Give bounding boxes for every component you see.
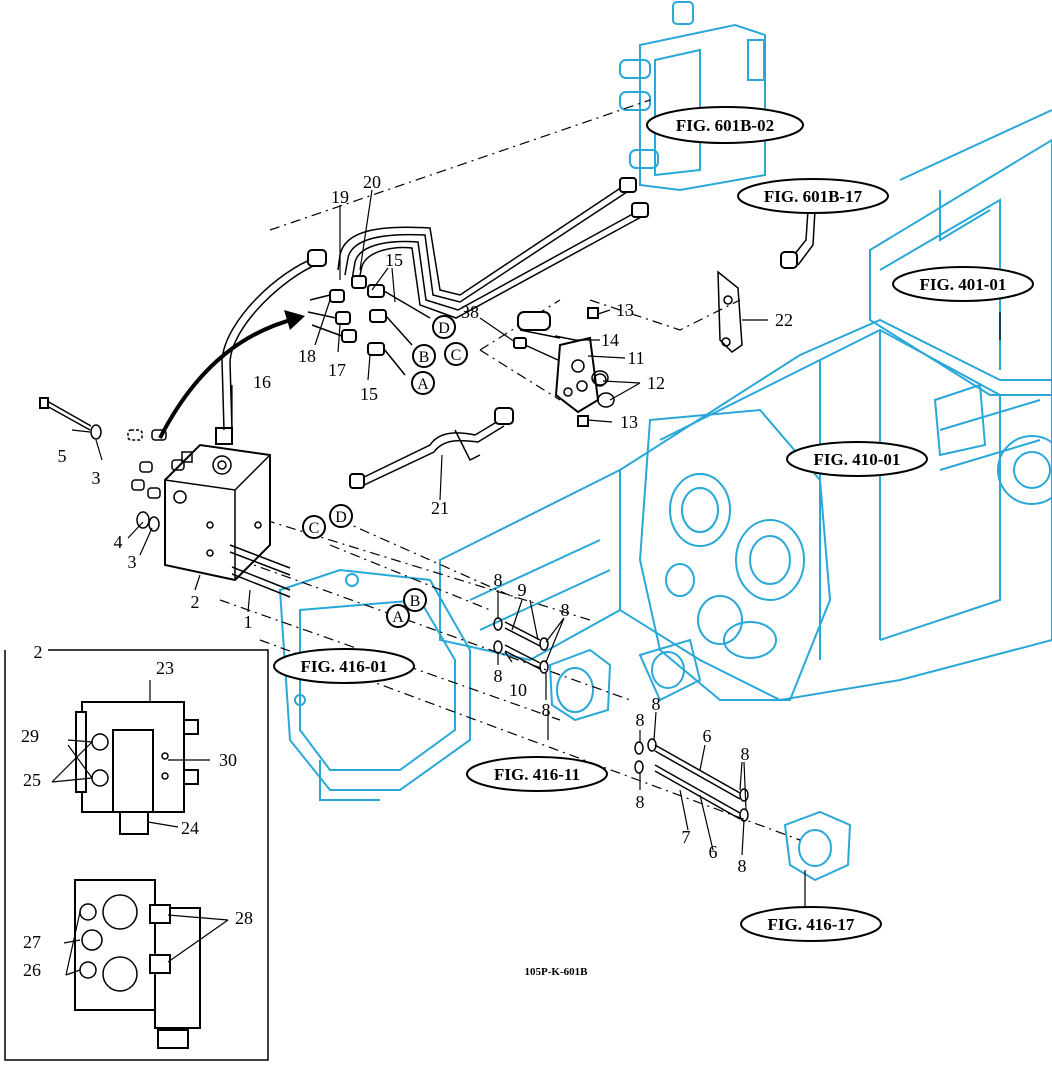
callout-24: 24 [181,818,199,838]
callout-17: 17 [328,360,346,380]
svg-text:D: D [438,320,450,337]
svg-text:FIG. 416-17: FIG. 416-17 [768,915,855,934]
callout-16: 16 [253,372,271,392]
callout-5: 5 [58,446,67,466]
callout-8-b: 8 [561,600,570,620]
callout-14: 14 [601,330,619,350]
callout-2-inset: 2 [34,642,43,662]
callout-18: 18 [298,346,316,366]
ghost-fittings [127,429,185,499]
callout-23: 23 [156,658,174,678]
circle-letter-b-lower: B [403,588,427,612]
callout-22: 22 [775,310,793,330]
valve-block [164,427,271,582]
callout-9: 9 [518,580,527,600]
fig-416-17-label[interactable]: FIG. 416-17 [740,906,882,942]
fig-601b-17-label[interactable]: FIG. 601B-17 [737,178,889,214]
callout-11: 11 [627,348,644,368]
fig-601b-02-label[interactable]: FIG. 601B-02 [646,106,804,144]
callout-8-d: 8 [542,700,551,720]
o-rings [493,373,749,822]
leader-lines [51,189,1001,976]
fig-401-01-label[interactable]: FIG. 401-01 [892,266,1034,302]
callout-6-upper: 6 [703,726,712,746]
callout-8-e: 8 [636,710,645,730]
figure-labels: FIG. 601B-02 FIG. 601B-17 FIG. 401-01 FI… [273,106,1034,942]
callout-28: 28 [235,908,253,928]
callout-3-upper: 3 [92,468,101,488]
circle-letter-b-upper: B [412,344,436,368]
svg-text:A: A [417,376,429,393]
callout-27: 27 [23,932,41,952]
svg-text:FIG. 401-01: FIG. 401-01 [920,275,1007,294]
circle-letter-d-upper: D [432,315,456,339]
callout-30: 30 [219,750,237,770]
callout-21: 21 [431,498,449,518]
callout-19: 19 [331,187,349,207]
callout-4: 4 [114,532,123,552]
callout-25: 25 [23,770,41,790]
callout-8-f: 8 [652,694,661,714]
circle-letter-c-lower: C [302,515,326,539]
transmission-housing [278,1,1052,882]
callout-26: 26 [23,960,41,980]
svg-text:FIG. 416-01: FIG. 416-01 [301,657,388,676]
circle-letter-a-upper: A [411,371,435,395]
svg-text:D: D [335,509,347,526]
callout-29: 29 [21,726,39,746]
callout-15-upper: 15 [385,250,403,270]
fig-416-11-label[interactable]: FIG. 416-11 [466,756,608,792]
part-callouts: 19 20 15 18 17 15 16 38 13 14 11 12 13 2… [21,172,793,980]
callout-8-i: 8 [738,856,747,876]
callout-20: 20 [363,172,381,192]
inset-detail-2 [4,649,269,1061]
drawing-code: 105P-K-601B [525,966,589,978]
svg-text:FIG. 410-01: FIG. 410-01 [814,450,901,469]
svg-text:FIG. 416-11: FIG. 416-11 [494,765,580,784]
svg-text:A: A [392,609,404,626]
callout-15-lower: 15 [360,384,378,404]
svg-text:C: C [451,347,462,364]
svg-text:C: C [309,520,320,537]
callout-6-lower: 6 [709,842,718,862]
callout-1: 1 [244,612,253,632]
callout-38: 38 [461,302,479,322]
callout-3-lower: 3 [128,552,137,572]
callout-13-upper: 13 [616,300,634,320]
circle-letter-c-upper: C [444,342,468,366]
callout-8-c: 8 [494,666,503,686]
callout-8-a: 8 [494,570,503,590]
callout-12: 12 [647,373,665,393]
svg-text:FIG. 601B-02: FIG. 601B-02 [676,116,774,135]
circle-letter-a-lower: A [386,604,410,628]
callout-10: 10 [509,680,527,700]
fig-416-01-label[interactable]: FIG. 416-01 [273,648,415,684]
callout-8-g: 8 [741,744,750,764]
circled-connection-letters: D C B A C D B A [302,315,468,628]
fig-410-01-label[interactable]: FIG. 410-01 [786,441,928,477]
fittings [307,275,431,376]
circle-letter-d-lower: D [329,504,353,528]
svg-text:B: B [419,349,430,366]
svg-text:B: B [410,593,421,610]
manifold [513,307,615,427]
svg-text:FIG. 601B-17: FIG. 601B-17 [764,187,863,206]
callout-2: 2 [191,592,200,612]
callout-13-lower: 13 [620,412,638,432]
callout-8-h: 8 [636,792,645,812]
hydraulic-parts [39,177,816,822]
callout-7: 7 [682,827,691,847]
reference-lines [219,99,801,841]
